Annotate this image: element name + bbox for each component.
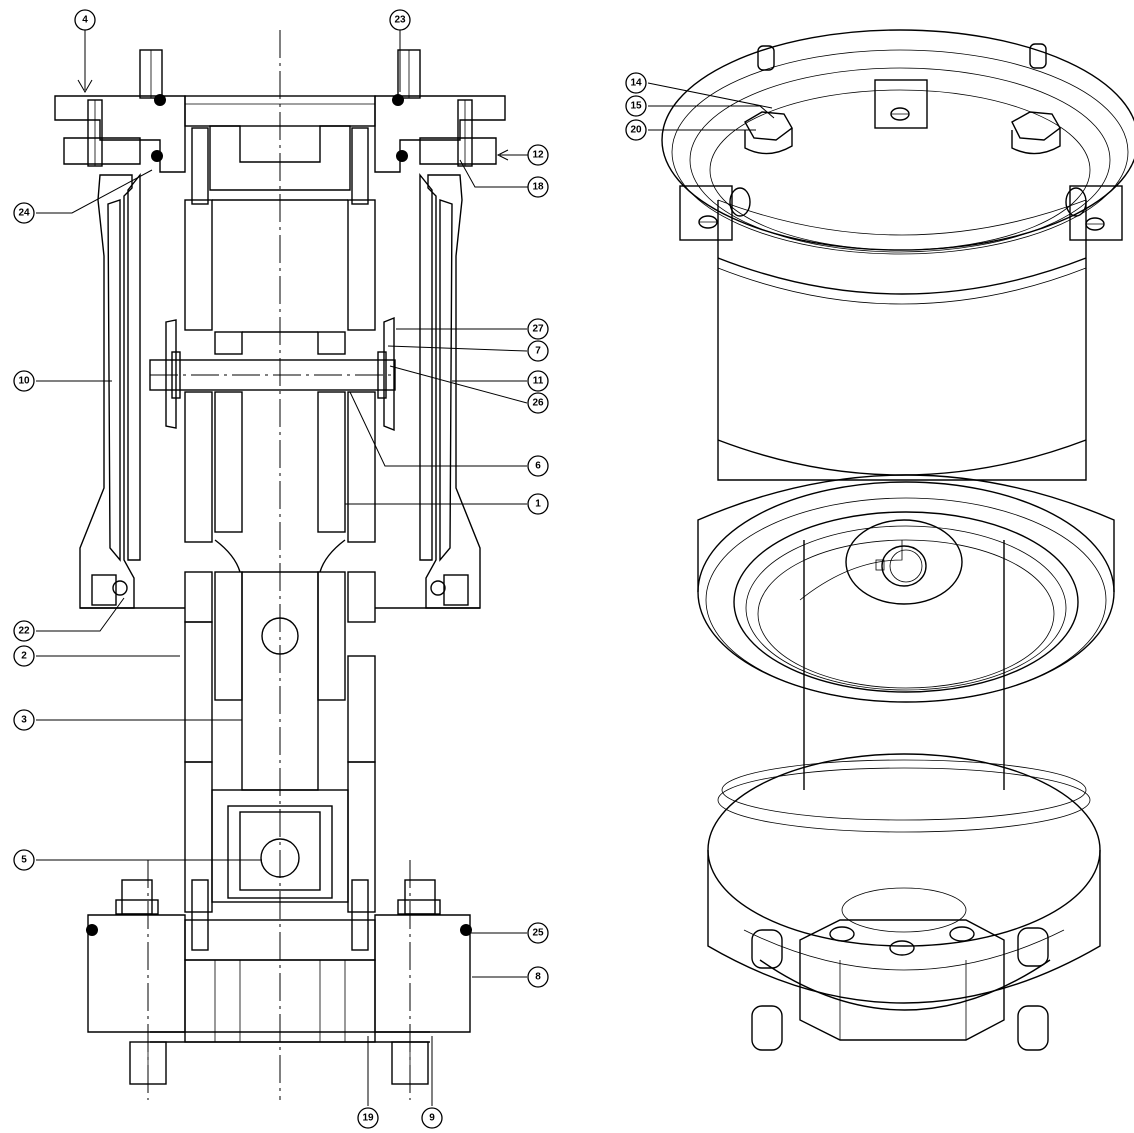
balloon-6-label: 6	[535, 461, 541, 472]
balloon-25-label: 25	[532, 928, 544, 939]
balloon-7-label: 7	[535, 346, 541, 357]
balloon-27-label: 27	[532, 324, 544, 335]
balloon-24: 24	[13, 202, 35, 224]
balloon-5-label: 5	[21, 855, 27, 866]
outer-cylinder-left	[79, 174, 135, 609]
o-ring-24-right	[396, 150, 408, 162]
balloon-20-label: 20	[630, 125, 642, 136]
tube-wall-left-lower	[184, 391, 213, 543]
balloon-11-label: 11	[533, 376, 544, 387]
disc-left	[165, 319, 177, 429]
section-view	[54, 30, 506, 1100]
balloon-27: 27	[527, 318, 549, 340]
balloon-7: 7	[527, 340, 549, 362]
top-flange-left	[54, 95, 186, 173]
balloon-9-label: 9	[429, 1113, 435, 1124]
balloon-14-label: 14	[630, 78, 642, 89]
balloon-1-label: 1	[535, 499, 541, 510]
balloon-8-label: 8	[535, 972, 541, 983]
balloon-23: 23	[389, 9, 411, 31]
balloon-18-label: 18	[532, 182, 544, 193]
leader-lines	[36, 30, 775, 1106]
balloon-4-label: 4	[82, 15, 88, 26]
balloon-9: 9	[421, 1107, 443, 1129]
balloon-3-label: 3	[21, 715, 27, 726]
isometric-view	[661, 29, 1134, 1051]
outer-cylinder-right	[425, 174, 481, 609]
balloon-19: 19	[357, 1107, 379, 1129]
balloon-26-label: 26	[532, 398, 544, 409]
o-ring-23-left	[154, 94, 166, 106]
balloon-2: 2	[13, 645, 35, 667]
balloon-22: 22	[13, 620, 35, 642]
balloon-20: 20	[625, 119, 647, 141]
balloon-22-label: 22	[18, 626, 30, 637]
balloon-12: 12	[527, 144, 549, 166]
balloon-10: 10	[13, 370, 35, 392]
balloon-3: 3	[13, 709, 35, 731]
balloon-6: 6	[527, 455, 549, 477]
iso-top-flange	[661, 29, 1134, 251]
balloon-24-label: 24	[18, 208, 30, 219]
balloon-1: 1	[527, 493, 549, 515]
o-ring-24-left	[151, 150, 163, 162]
balloon-15: 15	[625, 95, 647, 117]
balloon-18: 18	[527, 176, 549, 198]
balloon-19-label: 19	[362, 1113, 374, 1124]
tube-wall-right-lower	[347, 391, 376, 543]
balloon-2-label: 2	[21, 651, 27, 662]
balloon-25: 25	[527, 922, 549, 944]
balloon-12-label: 12	[532, 150, 544, 161]
tube-wall-right-upper	[347, 199, 376, 331]
balloon-4: 4	[74, 9, 96, 31]
top-flange-right	[374, 95, 506, 173]
balloon-10-label: 10	[18, 376, 30, 387]
balloon-15-label: 15	[630, 101, 642, 112]
balloon-8: 8	[527, 966, 549, 988]
base-block-right	[374, 914, 471, 1033]
balloon-26: 26	[527, 392, 549, 414]
base-block-left	[87, 914, 186, 1033]
disc-right	[383, 316, 395, 432]
o-ring-23-right	[392, 94, 404, 106]
balloon-23-label: 23	[394, 15, 406, 26]
balloon-14: 14	[625, 72, 647, 94]
balloon-5: 5	[13, 849, 35, 871]
balloon-11: 11	[527, 370, 549, 392]
tube-wall-left-upper	[184, 199, 213, 331]
